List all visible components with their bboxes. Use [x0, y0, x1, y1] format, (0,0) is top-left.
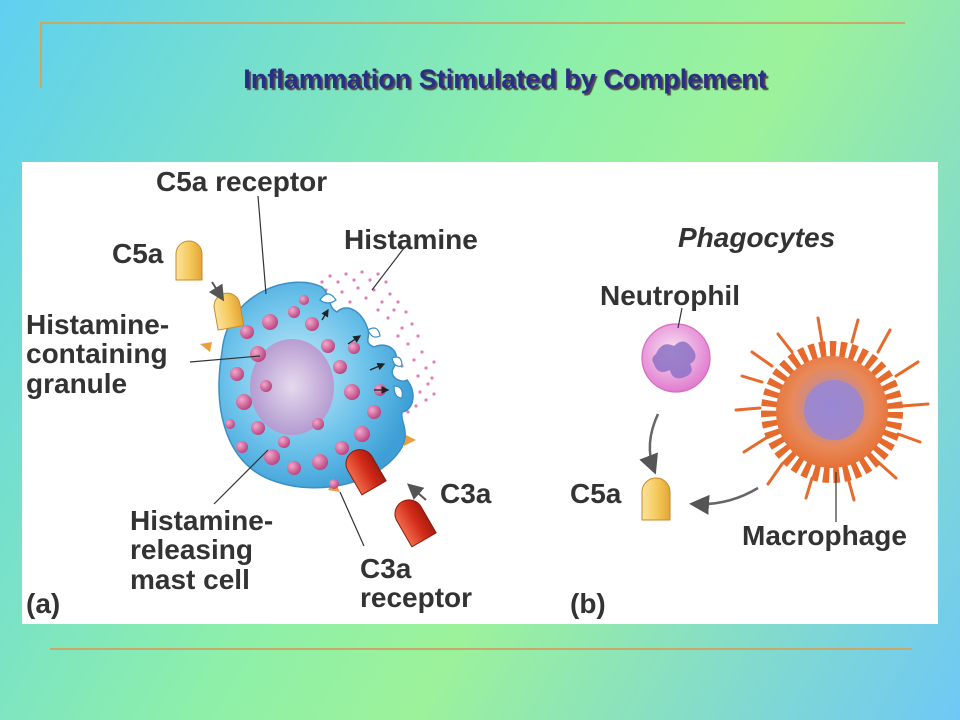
c5a-molecule-b: [641, 477, 671, 521]
label-c3a-receptor-line1: C3a: [360, 553, 412, 584]
diagram-art: [175, 195, 930, 548]
nucleus: [250, 339, 334, 435]
slide-title: Inflammation Stimulated by Complement: [243, 64, 767, 94]
bottom-rule: [50, 648, 912, 650]
label-c3a-receptor-line2: receptor: [360, 582, 473, 614]
panel-b-label: (b): [570, 588, 606, 619]
c3a-molecule-bound: [345, 449, 387, 496]
label-c5a: C5a: [112, 238, 164, 269]
label-c5a-b: C5a: [570, 478, 622, 509]
c3a-molecule-free: [394, 499, 437, 548]
label-mast-line2: releasing: [130, 534, 253, 566]
left-rule: [40, 22, 42, 88]
label-mast-cell: Histamine- releasing mast cell: [130, 505, 274, 595]
diagram-panel: C5a receptor C5a Histamine Histamine- co…: [22, 162, 938, 624]
label-c5a-receptor: C5a receptor: [156, 166, 328, 197]
c5a-molecule-free: [175, 240, 203, 281]
granules: [225, 295, 386, 489]
panel-a-label: (a): [26, 588, 61, 619]
label-granule-line2: containing: [26, 338, 168, 370]
label-mast-line3: mast cell: [130, 563, 250, 595]
label-mast-line1: Histamine-: [130, 505, 274, 536]
label-histamine: Histamine: [344, 224, 478, 255]
neutrophil-nucleus: [652, 341, 696, 379]
label-c3a: C3a: [440, 478, 492, 509]
label-c3a-receptor: C3a receptor: [360, 554, 472, 613]
label-granule-line1: Histamine-: [26, 309, 170, 340]
label-phagocytes: Phagocytes: [678, 222, 836, 253]
label-neutrophil: Neutrophil: [600, 280, 740, 311]
exocytosis-pits: [319, 293, 403, 399]
label-granule-line3: granule: [26, 367, 128, 399]
top-rule: [40, 22, 905, 24]
macrophage-cell: [734, 316, 930, 502]
label-macrophage: Macrophage: [742, 520, 907, 551]
histamine-cloud: [316, 270, 436, 414]
label-granule: Histamine- containing granule: [26, 309, 170, 399]
c5a-molecule-bound: [213, 292, 245, 331]
